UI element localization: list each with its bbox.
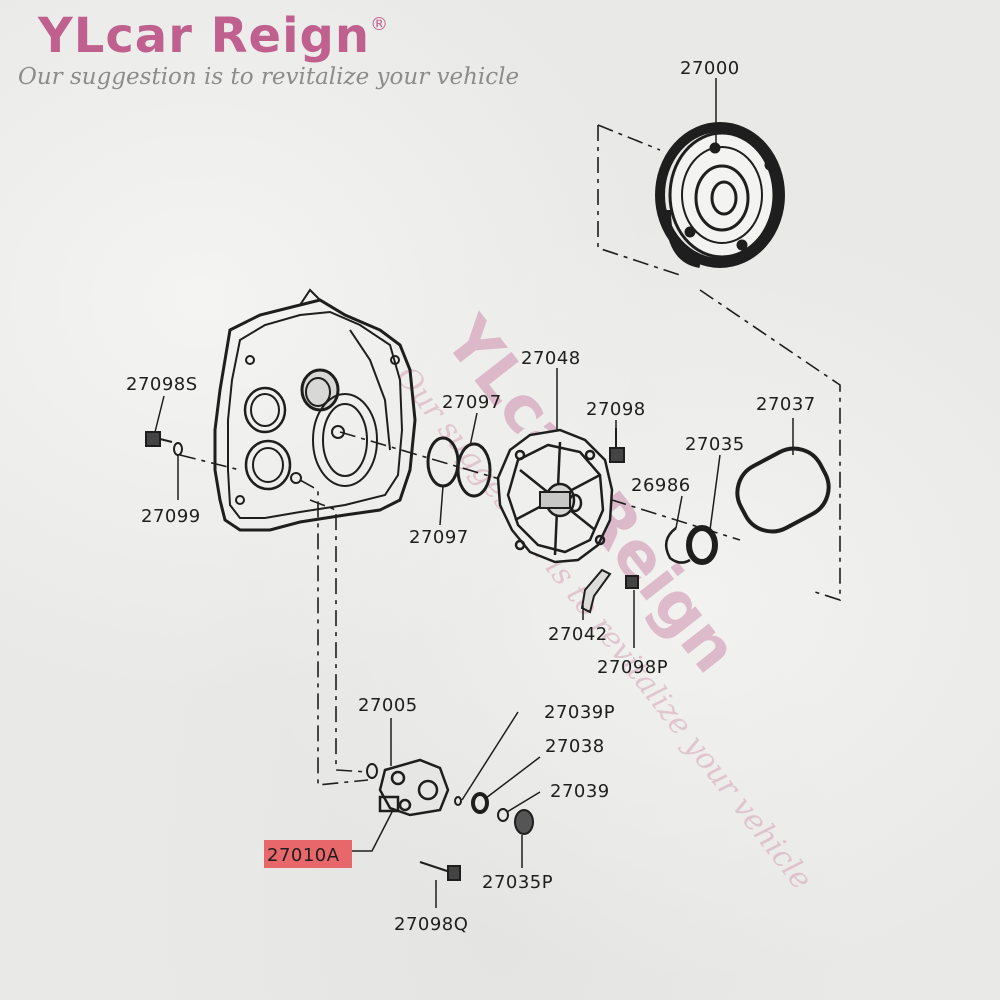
label-27098: 27098 bbox=[586, 399, 646, 420]
small-parts-27039-27038 bbox=[454, 792, 534, 835]
oil-pump-housing-27048 bbox=[496, 428, 614, 564]
label-27005: 27005 bbox=[358, 695, 418, 716]
gasket-27037 bbox=[735, 446, 831, 534]
label-27098P: 27098P bbox=[597, 657, 668, 678]
label-27042: 27042 bbox=[548, 624, 608, 645]
seal-27035 bbox=[686, 525, 718, 565]
bolt-27098Q bbox=[419, 861, 461, 881]
label-leader-lines bbox=[154, 78, 794, 908]
label-27097-top: 27097 bbox=[442, 392, 502, 413]
label-27038: 27038 bbox=[545, 736, 605, 757]
pump-assembly-27010A bbox=[378, 758, 450, 817]
label-27099: 27099 bbox=[141, 506, 201, 527]
brand-logo: YLcar Reign® bbox=[38, 8, 390, 64]
washer-27099 bbox=[173, 442, 183, 456]
snap-ring-26986 bbox=[664, 527, 691, 564]
label-27039: 27039 bbox=[550, 781, 610, 802]
label-27098Q: 27098Q bbox=[394, 914, 468, 935]
label-27048: 27048 bbox=[521, 348, 581, 369]
label-27010A: 27010A bbox=[267, 845, 340, 866]
label-27037: 27037 bbox=[756, 394, 816, 415]
bolt-27098S bbox=[145, 431, 173, 447]
transmission-case bbox=[213, 288, 417, 532]
label-27039P: 27039P bbox=[544, 702, 615, 723]
part-labels: 27000 27048 27097 27098 27037 27098S 270… bbox=[126, 58, 816, 935]
bracket-27042 bbox=[580, 568, 612, 614]
torque-converter-27000 bbox=[655, 122, 785, 268]
label-27035P: 27035P bbox=[482, 872, 553, 893]
washer-27005 bbox=[366, 763, 378, 779]
bolt-27098 bbox=[609, 428, 625, 463]
label-27000: 27000 bbox=[680, 58, 740, 79]
bolt-27098P bbox=[625, 575, 639, 589]
label-27035: 27035 bbox=[685, 434, 745, 455]
label-26986: 26986 bbox=[631, 475, 691, 496]
label-27098S: 27098S bbox=[126, 374, 198, 395]
brand-tagline: Our suggestion is to revitalize your veh… bbox=[18, 64, 520, 90]
highlight-27010A bbox=[264, 840, 352, 868]
label-27097-bottom: 27097 bbox=[409, 527, 469, 548]
